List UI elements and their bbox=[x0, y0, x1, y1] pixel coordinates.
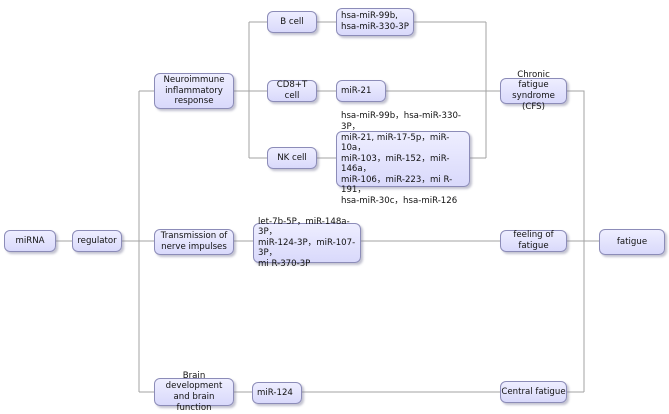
central-fatigue-node: Central fatigue bbox=[500, 381, 567, 403]
connector-neuroimmune-cells bbox=[234, 21, 267, 159]
connector-outcomes-fatigue bbox=[567, 90, 599, 393]
b-cell-node: B cell bbox=[267, 11, 317, 33]
cd8-t-cell-node: CD8+T cell bbox=[267, 80, 317, 102]
nerve-impulse-mirna-text: let-7b-5P，miR-148a-3P， miR-124-3P，miR-10… bbox=[258, 216, 356, 269]
cd8-mirna-text: miR-21 bbox=[341, 85, 372, 96]
b-cell-mirna-node: hsa-miR-99b, hsa-miR-330-3P bbox=[336, 8, 414, 36]
mirna-node: miRNA bbox=[4, 230, 56, 252]
connector-immune-mirna-cfs bbox=[386, 21, 500, 159]
brain-development-function-node: Brain development and brain function bbox=[154, 371, 234, 413]
nk-cell-mirna-text: hsa-miR-99b，hsa-miR-330-3P， miR-21, miR-… bbox=[341, 111, 462, 207]
transmission-nerve-impulses-node: Transmission of nerve impulses bbox=[154, 229, 234, 255]
brain-mirna-node: miR-124 bbox=[252, 382, 302, 404]
chronic-fatigue-syndrome-node: Chronic fatigue syndrome (CFS) bbox=[500, 70, 567, 112]
nerve-impulse-mirna-node: let-7b-5P，miR-148a-3P， miR-124-3P，miR-10… bbox=[253, 217, 361, 269]
cd8-mirna-node: miR-21 bbox=[336, 80, 386, 102]
feeling-of-fatigue-node: feeling of fatigue bbox=[500, 230, 567, 252]
fatigue-node: fatigue bbox=[599, 229, 665, 255]
nk-cell-mirna-node: hsa-miR-99b，hsa-miR-330-3P， miR-21, miR-… bbox=[336, 111, 470, 206]
brain-mirna-text: miR-124 bbox=[257, 387, 293, 398]
neuroimmune-inflammatory-response-node: Neuroimmune inflammatory response bbox=[154, 73, 234, 109]
regulator-node: regulator bbox=[72, 230, 122, 252]
nk-cell-node: NK cell bbox=[267, 147, 317, 169]
b-cell-mirna-text: hsa-miR-99b, hsa-miR-330-3P bbox=[341, 11, 409, 32]
connector-regulator-branches bbox=[122, 90, 154, 393]
